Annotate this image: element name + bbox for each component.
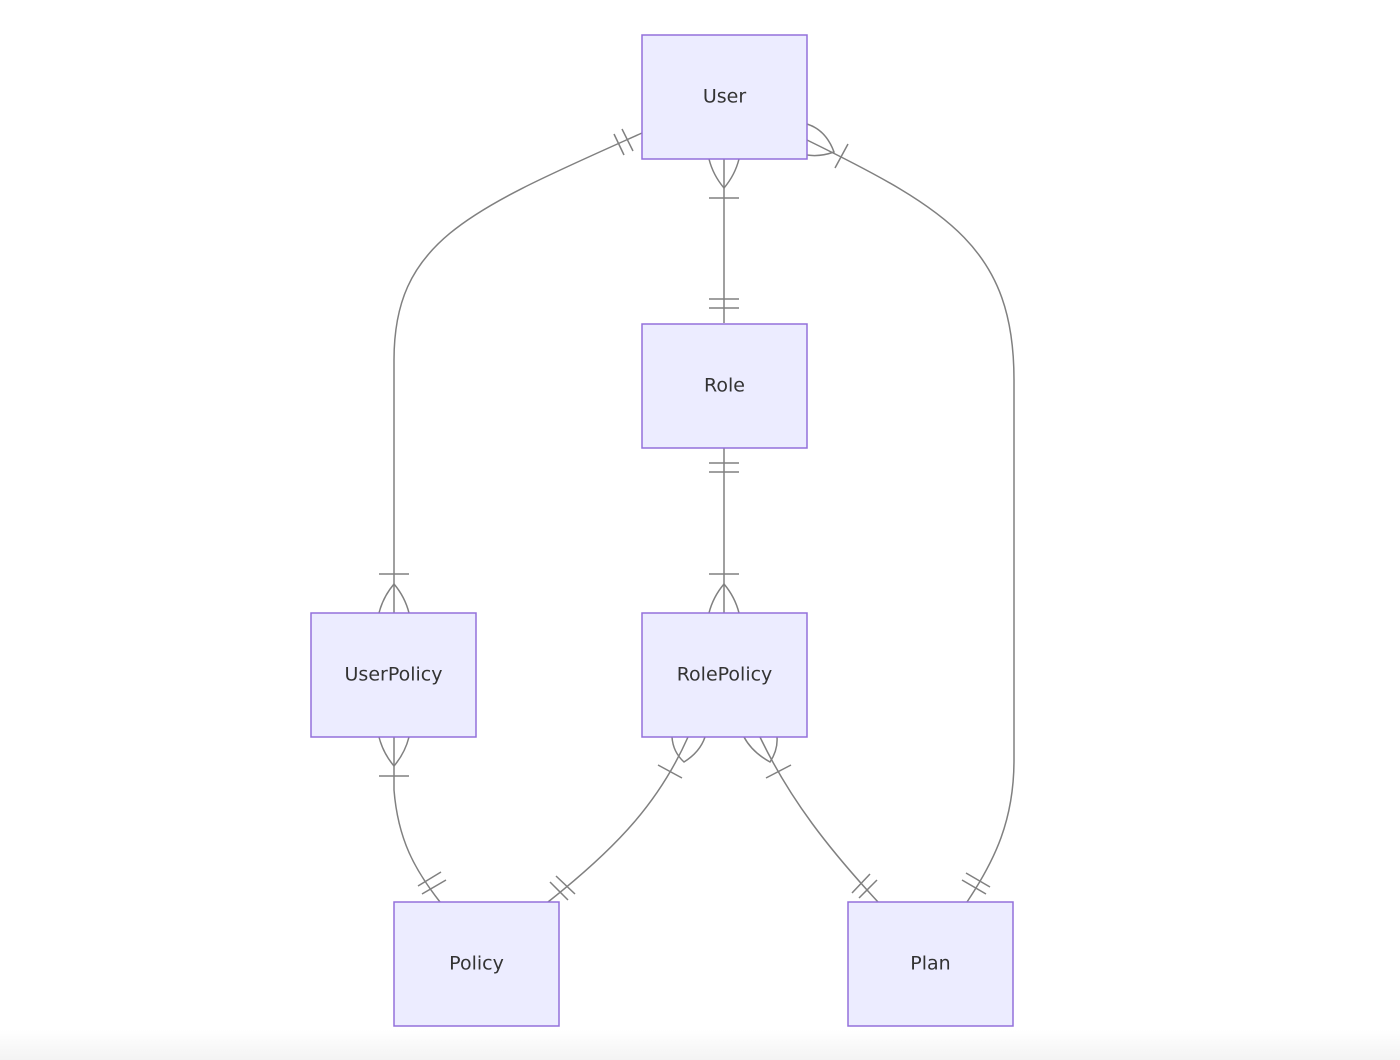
crowfoot-marker-rolepolicy-bottom-left	[657, 736, 706, 779]
one-marker-role-top	[709, 298, 739, 309]
one-marker-plan-left	[851, 873, 878, 899]
one-marker-policy-left	[417, 871, 447, 895]
crowfoot-marker-rolepolicy-bottom-right	[743, 736, 792, 779]
entity-rolepolicy-label: RolePolicy	[677, 664, 773, 686]
bottom-edge-shade	[0, 1030, 1400, 1060]
relationship-user-plan	[806, 139, 1015, 903]
entity-role[interactable]: Role	[641, 323, 808, 449]
entity-userpolicy[interactable]: UserPolicy	[310, 612, 477, 738]
entity-user-label: User	[703, 86, 746, 108]
crowfoot-marker-userpolicy-bottom	[378, 736, 410, 777]
entity-policy-label: Policy	[449, 953, 504, 975]
crowfoot-marker-rolepolicy-top	[708, 573, 740, 614]
relationship-user-userpolicy	[393, 132, 643, 613]
entity-plan[interactable]: Plan	[847, 901, 1014, 1027]
one-marker-user-left	[613, 128, 634, 156]
crowfoot-marker-user-bottom	[708, 158, 740, 199]
crowfoot-marker-user-right	[806, 123, 849, 169]
entity-user[interactable]: User	[641, 34, 808, 160]
one-marker-policy-right	[549, 875, 576, 901]
entity-role-label: Role	[704, 375, 745, 397]
one-marker-role-bottom	[709, 462, 739, 473]
relationship-userpolicy-policy	[393, 737, 441, 903]
entity-policy[interactable]: Policy	[393, 901, 560, 1027]
relationship-rolepolicy-policy	[547, 736, 689, 903]
entity-userpolicy-label: UserPolicy	[345, 664, 443, 686]
crowfoot-marker-userpolicy-top	[378, 573, 410, 614]
entity-rolepolicy[interactable]: RolePolicy	[641, 612, 808, 738]
entity-plan-label: Plan	[910, 953, 950, 975]
one-marker-plan-right	[961, 872, 991, 895]
relationship-rolepolicy-plan	[759, 736, 879, 903]
